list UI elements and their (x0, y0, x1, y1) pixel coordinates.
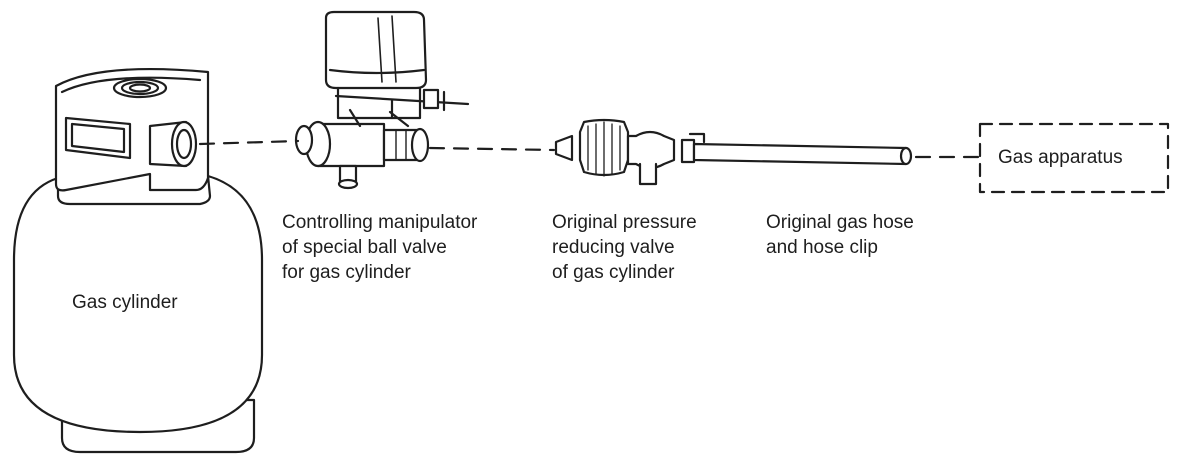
pressure-valve-label-line: Original pressure (552, 212, 697, 233)
guard-handle-inner (70, 122, 126, 154)
gas-apparatus-box (978, 122, 1170, 194)
hose-clip (680, 138, 696, 164)
gas-apparatus-label: Gas apparatus (998, 147, 1123, 168)
pressure-valve-label-line: of gas cylinder (552, 262, 675, 283)
gas-cylinder-drawing (12, 67, 264, 454)
gas-hose (692, 142, 908, 166)
hose-label-line: and hose clip (766, 237, 878, 258)
hose-label-line: Original gas hose (766, 212, 914, 233)
manipulator-label-line: of special ball valve (282, 237, 447, 258)
cylinder-body (12, 174, 264, 434)
manipulator-drawing (294, 10, 470, 190)
regulator-body (626, 130, 676, 170)
regulator-inlet (554, 134, 574, 162)
pressure-valve-label-line: reducing valve (552, 237, 675, 258)
dash-valve-to-regulator (428, 146, 556, 152)
manipulator-bracket (336, 86, 422, 120)
manipulator-label-line: for gas cylinder (282, 262, 411, 283)
manipulator-housing (324, 10, 428, 90)
cylinder-guard-inner (60, 76, 202, 94)
cylinder-outlet-face (170, 120, 198, 168)
connection-lines (198, 139, 980, 159)
manipulator-label: Controlling manipulator of special ball … (282, 210, 477, 285)
gas-hose-drawing (692, 142, 913, 166)
manipulator-label-line: Controlling manipulator (282, 212, 478, 233)
gas-cylinder-label: Gas cylinder (72, 292, 178, 313)
regulator-drawing (554, 118, 706, 186)
pressure-valve-label: Original pressure reducing valve of gas … (552, 210, 697, 285)
hose-label: Original gas hose and hose clip (766, 210, 914, 260)
dash-cylinder-to-valve (198, 139, 300, 146)
